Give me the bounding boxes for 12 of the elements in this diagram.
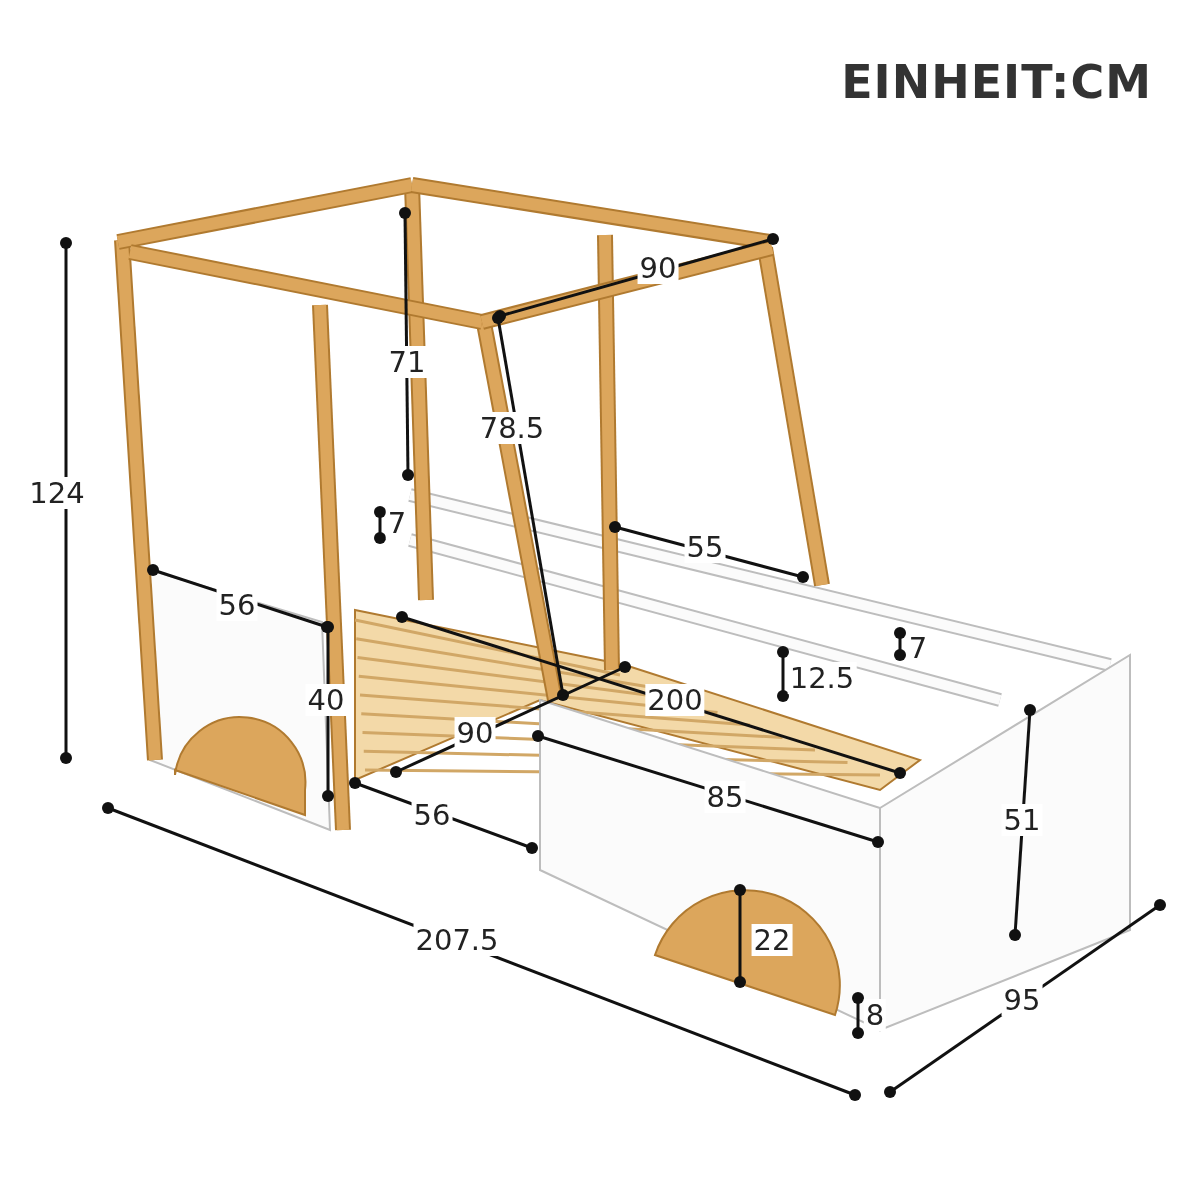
dimension-label: 40 bbox=[305, 684, 347, 716]
dimension-label: 51 bbox=[1001, 804, 1043, 836]
dimension-label: 22 bbox=[751, 924, 793, 956]
unit-heading: EINHEIT:CM bbox=[841, 55, 1152, 109]
dimension-label: 12.5 bbox=[787, 662, 857, 694]
dimension-label: 95 bbox=[1001, 984, 1043, 1016]
dimension-label: 8 bbox=[863, 999, 887, 1031]
dimension-label: 207.5 bbox=[413, 924, 501, 956]
dimension-label: 200 bbox=[645, 684, 705, 716]
dimension-label: 85 bbox=[704, 781, 746, 813]
dimension-label: 56 bbox=[216, 589, 258, 621]
dimension-label: 90 bbox=[454, 717, 496, 749]
